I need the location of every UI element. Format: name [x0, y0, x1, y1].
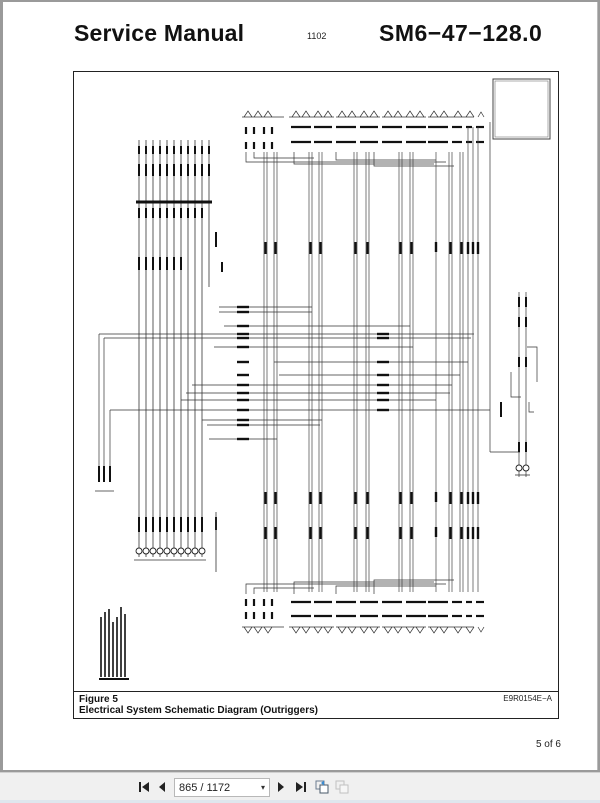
- manual-title: Service Manual: [74, 20, 245, 46]
- figure-frame: Figure 5 Electrical System Schematic Dia…: [73, 71, 559, 719]
- document-viewport: Service Manual 1102 SM6−47−128.0: [0, 0, 600, 772]
- figure-reference-code: E9R0154E−A: [503, 694, 552, 703]
- page-number-field[interactable]: 865 / 1172 ▾: [174, 778, 270, 797]
- document-number: SM6−47−128.0: [379, 20, 543, 46]
- first-page-icon: [139, 782, 149, 792]
- next-view-button[interactable]: [334, 779, 350, 795]
- next-view-icon: [335, 780, 349, 794]
- figure-number: Figure 5: [79, 694, 118, 705]
- page-number-value: 865 / 1172: [179, 781, 231, 794]
- figure-caption-divider: [74, 691, 558, 692]
- last-page-icon: [296, 782, 306, 792]
- next-page-icon: [278, 782, 284, 792]
- figure-caption: Electrical System Schematic Diagram (Out…: [79, 705, 318, 716]
- next-page-button[interactable]: [275, 779, 287, 795]
- first-page-button[interactable]: [136, 779, 152, 795]
- previous-page-button[interactable]: [156, 779, 168, 795]
- previous-view-icon: [315, 780, 329, 794]
- dropdown-caret-icon[interactable]: ▾: [260, 783, 265, 792]
- page-indicator: 5 of 6: [535, 739, 561, 750]
- electrical-schematic-diagram: [95, 78, 551, 680]
- pdf-page: Service Manual 1102 SM6−47−128.0: [3, 2, 598, 770]
- pdf-navigation-toolbar: 865 / 1172 ▾: [0, 772, 600, 803]
- previous-view-button[interactable]: [314, 779, 330, 795]
- manual-code: 1102: [307, 31, 327, 41]
- previous-page-icon: [159, 782, 165, 792]
- last-page-button[interactable]: [293, 779, 309, 795]
